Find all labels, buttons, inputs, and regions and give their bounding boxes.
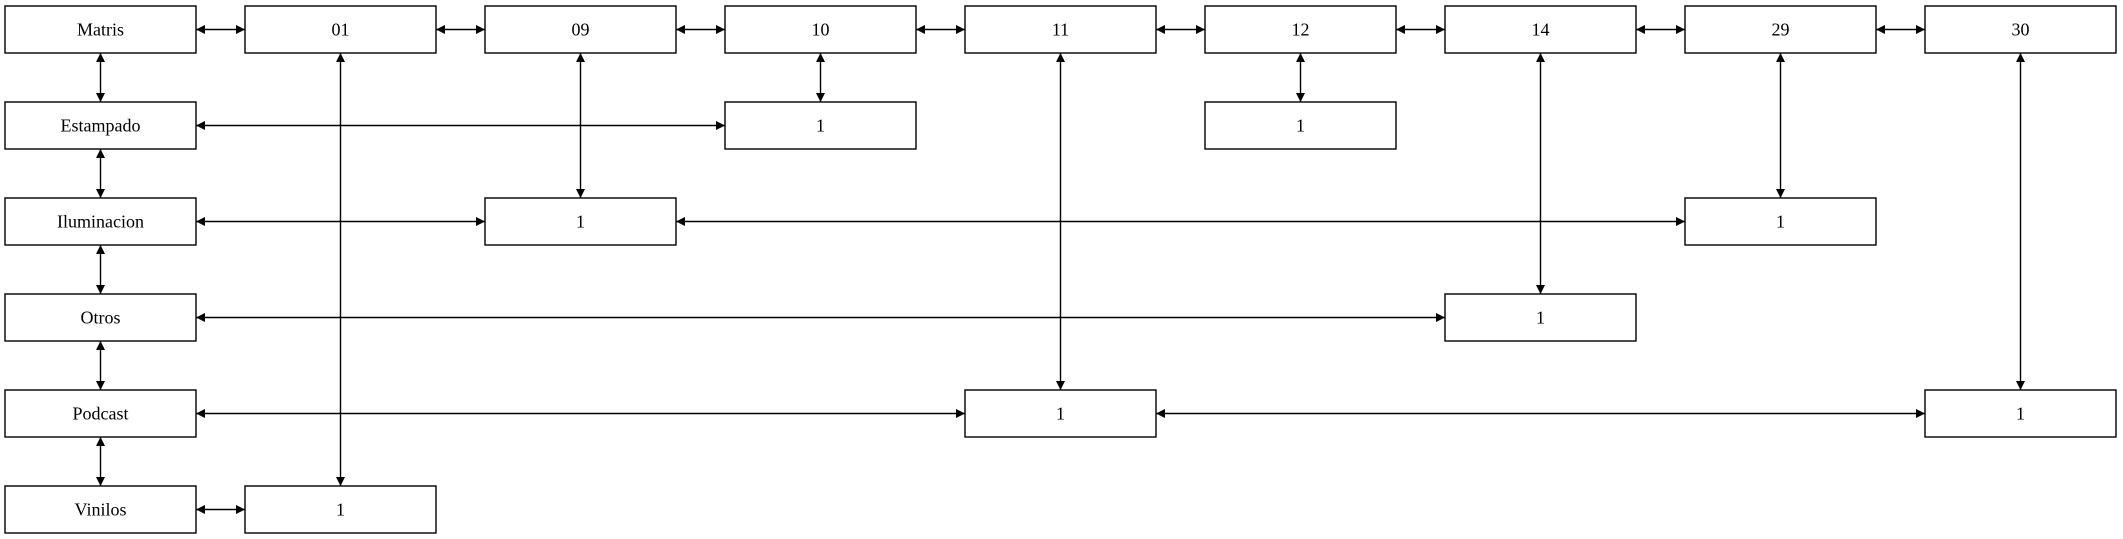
node-vinilos-01: 1 <box>244 485 437 534</box>
node-box <box>244 5 437 54</box>
node-box <box>4 5 197 54</box>
node-podcast: Podcast <box>4 389 197 438</box>
node-label: 1 <box>2016 404 2025 424</box>
node-n14: 14 <box>1444 5 1637 54</box>
node-label: Podcast <box>73 404 129 424</box>
node-estampado: Estampado <box>4 101 197 150</box>
node-n29: 29 <box>1684 5 1877 54</box>
node-label: Iluminacion <box>57 212 144 232</box>
node-label: 11 <box>1052 20 1069 40</box>
node-label: 1 <box>816 116 825 136</box>
node-box <box>4 389 197 438</box>
node-n10: 10 <box>724 5 917 54</box>
node-box <box>4 485 197 534</box>
node-estampado-10: 1 <box>724 101 917 150</box>
node-label: 12 <box>1292 20 1310 40</box>
node-box <box>1204 101 1397 150</box>
node-n01: 01 <box>244 5 437 54</box>
node-podcast-30: 1 <box>1924 389 2117 438</box>
node-estampado-12: 1 <box>1204 101 1397 150</box>
node-label: 1 <box>576 212 585 232</box>
node-label: 30 <box>2012 20 2030 40</box>
node-iluminacion: Iluminacion <box>4 197 197 246</box>
node-box <box>1924 5 2117 54</box>
node-label: 14 <box>1532 20 1550 40</box>
node-box <box>484 5 677 54</box>
node-box <box>1684 197 1877 246</box>
node-box <box>1684 5 1877 54</box>
node-n30: 30 <box>1924 5 2117 54</box>
node-label: 1 <box>1296 116 1305 136</box>
node-box <box>724 5 917 54</box>
node-box <box>1444 293 1637 342</box>
node-box <box>4 293 197 342</box>
node-label: Matris <box>77 20 124 40</box>
node-label: 09 <box>572 20 590 40</box>
node-label: 1 <box>1776 212 1785 232</box>
node-label: 1 <box>1056 404 1065 424</box>
node-box <box>484 197 677 246</box>
node-iluminacion-29: 1 <box>1684 197 1877 246</box>
node-box <box>4 101 197 150</box>
node-otros: Otros <box>4 293 197 342</box>
node-n11: 11 <box>964 5 1157 54</box>
node-label: 01 <box>332 20 350 40</box>
node-box <box>964 5 1157 54</box>
node-label: 10 <box>812 20 830 40</box>
edges <box>96 25 2025 514</box>
node-box <box>4 197 197 246</box>
node-label: Vinilos <box>75 500 127 520</box>
node-label: Estampado <box>61 116 141 136</box>
node-matris: Matris <box>4 5 197 54</box>
node-box <box>1444 5 1637 54</box>
node-otros-14: 1 <box>1444 293 1637 342</box>
node-box <box>724 101 917 150</box>
node-n09: 09 <box>484 5 677 54</box>
node-label: 29 <box>1772 20 1790 40</box>
node-box <box>1924 389 2117 438</box>
node-iluminacion-09: 1 <box>484 197 677 246</box>
node-label: 1 <box>1536 308 1545 328</box>
node-n12: 12 <box>1204 5 1397 54</box>
node-label: Otros <box>81 308 121 328</box>
node-box <box>964 389 1157 438</box>
node-box <box>244 485 437 534</box>
node-label: 1 <box>336 500 345 520</box>
node-podcast-11: 1 <box>964 389 1157 438</box>
node-vinilos: Vinilos <box>4 485 197 534</box>
node-box <box>1204 5 1397 54</box>
